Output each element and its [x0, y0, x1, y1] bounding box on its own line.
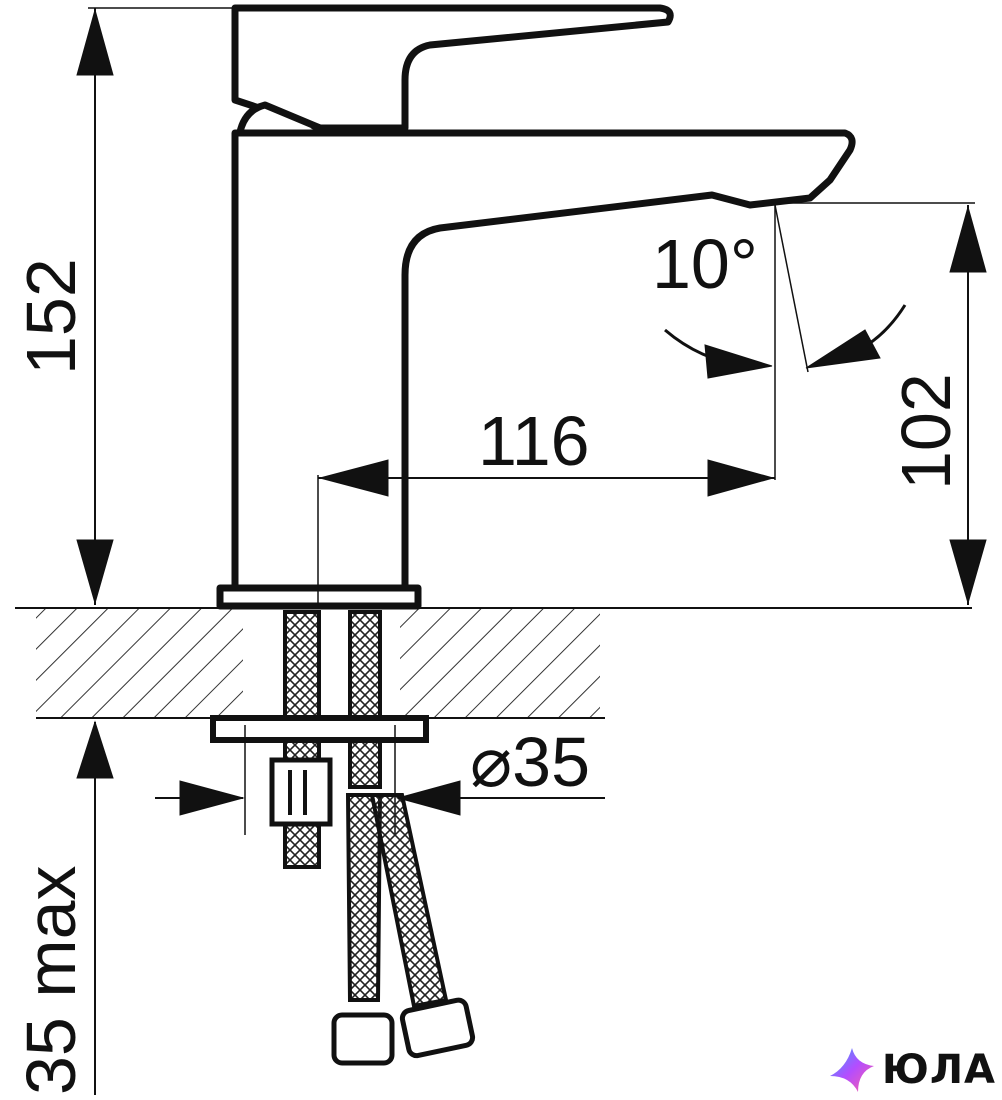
arrowhead: [805, 329, 881, 369]
star-logo-icon: [829, 1048, 874, 1092]
supply-hose-upper: [348, 610, 382, 789]
max-thickness-label: 35 max: [12, 865, 90, 1095]
spout-height-label: 102: [887, 373, 965, 490]
brand-logo: ЮЛА: [828, 1046, 996, 1094]
angle-reference-line: [774, 204, 809, 373]
faucet-body: [216, 4, 856, 610]
mounting-washer: [210, 715, 429, 743]
countertop: [15, 607, 972, 719]
arrowhead: [949, 205, 987, 273]
arrowhead: [76, 720, 114, 779]
hose-fitting-right: [399, 997, 476, 1059]
arrowhead: [179, 780, 245, 816]
supply-hose-left: [345, 793, 383, 1002]
faucet-handle: [231, 4, 674, 132]
handle-neck: [236, 101, 322, 133]
dimension-lines: [76, 7, 987, 1095]
arrowhead: [76, 539, 114, 605]
arrowhead: [76, 8, 114, 76]
faucet-spout: [231, 129, 856, 592]
arrowhead: [704, 344, 773, 379]
arrowhead: [318, 459, 389, 497]
arrowhead: [949, 539, 987, 605]
mounting-hardware: [210, 610, 476, 1066]
supply-hose-right: [369, 793, 449, 1009]
faucet-base-plate: [216, 584, 422, 610]
hole-diameter-label: ⌀35: [470, 723, 590, 801]
angle-label: 10°: [652, 225, 758, 303]
mounting-nut: [269, 757, 333, 827]
brand-logo-text: ЮЛА: [881, 1047, 996, 1093]
arrowhead: [707, 459, 775, 497]
reach-label: 116: [478, 402, 590, 480]
arrowhead: [396, 780, 461, 816]
hose-fitting-left: [331, 1012, 395, 1066]
total-height-label: 152: [12, 258, 90, 375]
